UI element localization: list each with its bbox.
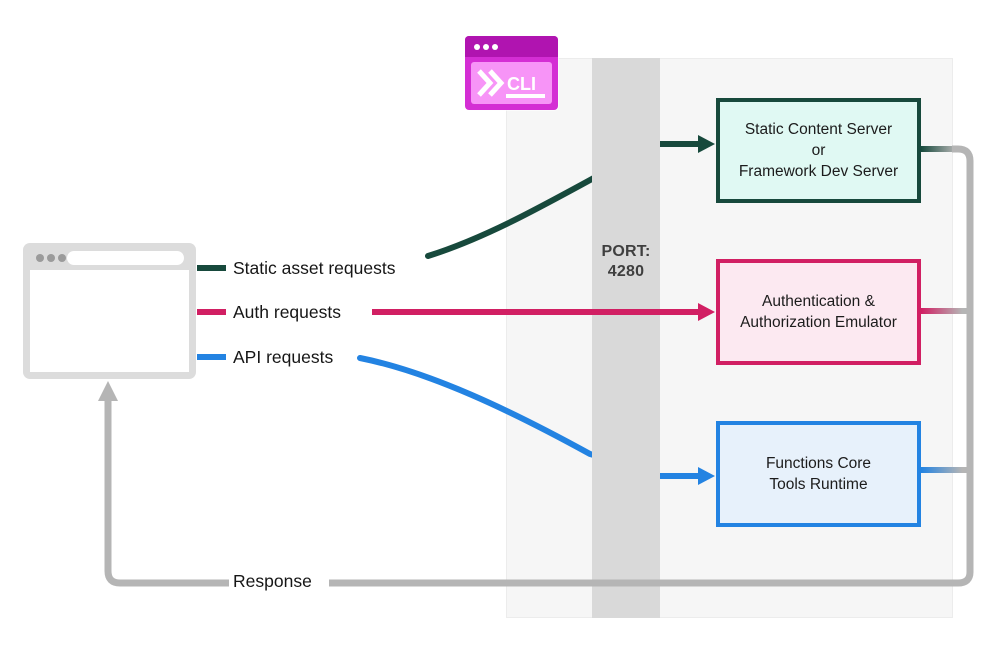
response-line-left	[104, 398, 229, 587]
static-server-line3: Framework Dev Server	[738, 163, 899, 180]
cli-titlebar-icon	[465, 36, 558, 57]
api-requests-label: API requests	[233, 347, 334, 367]
port-label: PORT: 4280	[592, 242, 660, 282]
cli-underline-icon	[506, 94, 545, 98]
functions-runtime-line2: Tools Runtime	[769, 476, 868, 493]
browser-window-icon	[23, 243, 196, 379]
static-server-line1: Static Content Server	[744, 121, 893, 138]
port-label-line2: 4280	[607, 263, 645, 280]
cli-label: CLI	[507, 74, 536, 94]
browser-viewport-icon	[30, 270, 189, 372]
browser-dot-icon	[47, 254, 55, 262]
static-server-line2: or	[811, 142, 826, 159]
response-label: Response	[233, 571, 312, 591]
cli-chevrons-icon: CLI	[477, 69, 545, 98]
static-requests-label: Static asset requests	[233, 258, 396, 278]
browser-address-bar-icon	[67, 251, 184, 265]
cli-window-icon: CLI	[465, 36, 558, 110]
auth-emulator-box: Authentication & Authorization Emulator	[716, 259, 921, 365]
functions-runtime-box: Functions Core Tools Runtime	[716, 421, 921, 527]
browser-dot-icon	[36, 254, 44, 262]
cli-dot-icon	[474, 44, 480, 50]
response-arrowhead-icon	[98, 381, 118, 401]
cli-dot-icon	[483, 44, 489, 50]
port-label-line1: PORT:	[601, 243, 651, 260]
port-bar	[592, 58, 660, 618]
cli-chevron-1-icon	[477, 69, 494, 97]
functions-runtime-line1: Functions Core	[765, 455, 872, 472]
static-content-server-box: Static Content Server or Framework Dev S…	[716, 98, 921, 203]
cli-screen-icon: CLI	[471, 62, 552, 104]
cli-dot-icon	[492, 44, 498, 50]
browser-dot-icon	[58, 254, 66, 262]
auth-emulator-line1: Authentication &	[762, 293, 875, 310]
cli-chevron-2-icon	[488, 69, 505, 97]
auth-emulator-line2: Authorization Emulator	[740, 314, 897, 331]
auth-requests-label: Auth requests	[233, 302, 341, 322]
